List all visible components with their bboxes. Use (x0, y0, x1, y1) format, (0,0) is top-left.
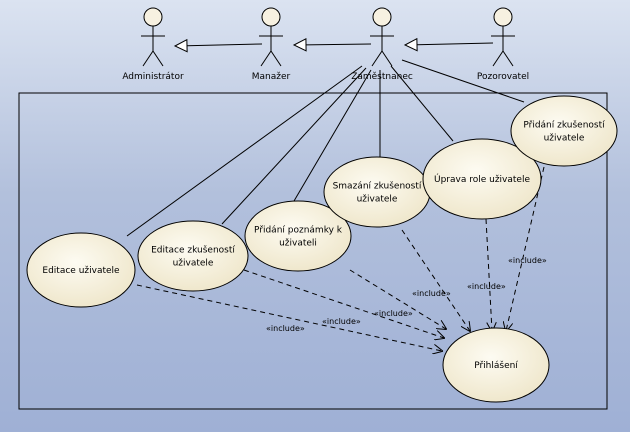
actor-name: Manažer (252, 72, 291, 82)
association-employee-add-experience (401, 59, 525, 103)
use-case-ellipse[interactable] (26, 232, 136, 308)
use-case-ellipse[interactable] (510, 95, 618, 167)
associations (126, 59, 525, 237)
actor-manager: Manažer (252, 7, 291, 82)
generalization-manager-to-admin (173, 38, 263, 53)
use-case-edit-user[interactable]: Editace uživatele (26, 232, 136, 308)
use-case-edit-experience[interactable]: Editace zkušeností uživatele (137, 220, 249, 292)
actor-name: Pozorovatel (477, 72, 529, 82)
stick-figure-icon (370, 7, 394, 67)
actor-admin: Administrátor (122, 7, 184, 82)
actors: Administrátor Manažer Zaměstnanec Pozorovat… (122, 7, 529, 82)
include-edit-user: «include» (136, 284, 442, 351)
include-arrow (401, 229, 470, 331)
use-case-ellipse[interactable] (422, 138, 542, 220)
use-case-label: uživatele (357, 195, 398, 205)
use-case-label: Editace zkušeností (151, 245, 235, 256)
include-label: «include» (322, 317, 361, 326)
include-arrow (136, 284, 442, 351)
use-case-label: uživatele (544, 134, 585, 144)
include-edit-role: «include» (467, 218, 506, 331)
include-relationships: «include» «include» «include» «include» «inc… (136, 166, 547, 351)
actor-name: Administrátor (122, 72, 184, 82)
use-case-delete-experience[interactable]: Smazání zkušeností uživatele (323, 156, 431, 228)
include-add-note: «include» (349, 269, 446, 329)
include-arrow (349, 269, 446, 329)
actor-observer: Pozorovatel (477, 7, 529, 82)
association-employee-edit-user (126, 65, 363, 237)
use-case-label: uživateli (279, 239, 317, 249)
use-case-label: uživatele (173, 259, 214, 269)
stick-figure-icon (141, 7, 165, 67)
include-label: «include» (467, 282, 506, 291)
association-employee-edit-role (390, 65, 454, 142)
actor-name: Zaměstnanec (351, 72, 413, 82)
include-label: «include» (266, 324, 305, 333)
include-delete-experience: «include» (401, 229, 470, 331)
use-case-label: Přihlášení (474, 360, 518, 371)
generalization-arrowhead (173, 38, 188, 53)
generalizations (173, 37, 494, 53)
use-case-label: Přidání zkušeností (523, 120, 605, 131)
use-case-ellipse[interactable] (442, 327, 550, 403)
use-case-ellipse[interactable] (244, 200, 352, 272)
use-case-login[interactable]: Přihlášení (442, 327, 550, 403)
stick-figure-icon (259, 7, 283, 67)
use-case-add-experience[interactable]: Přidání zkušeností uživatele (510, 95, 618, 167)
use-case-ellipse[interactable] (137, 220, 249, 292)
association-employee-edit-experience (221, 67, 367, 225)
generalization-employee-to-manager (292, 38, 372, 52)
include-label: «include» (412, 289, 451, 298)
generalization-arrowhead (292, 38, 307, 52)
system-boundary (18, 92, 608, 410)
use-case-label: Smazání zkušeností (333, 181, 422, 192)
actor-employee: Zaměstnanec (351, 7, 413, 82)
stick-figure-icon (491, 7, 515, 67)
include-label: «include» (374, 309, 413, 318)
generalization-arrowhead (403, 37, 418, 52)
include-arrow (485, 218, 492, 331)
include-arrow (506, 166, 545, 331)
include-label: «include» (508, 256, 547, 265)
include-edit-experience: «include» (243, 269, 444, 338)
use-case-edit-role[interactable]: Úprava role uživatele (422, 138, 542, 220)
use-case-label: Editace uživatele (42, 266, 120, 276)
use-cases: Editace uživatele Editace zkušeností uživa… (26, 95, 618, 403)
include-add-experience: «include» (506, 166, 547, 331)
use-case-label: Přidání poznámky k (254, 226, 343, 236)
use-case-ellipse[interactable] (323, 156, 431, 228)
use-case-label: Úprava role uživatele (434, 173, 530, 185)
association-employee-add-note (293, 69, 372, 202)
generalization-observer-to-employee (403, 37, 494, 52)
use-case-add-note[interactable]: Přidání poznámky k uživateli (244, 200, 352, 272)
